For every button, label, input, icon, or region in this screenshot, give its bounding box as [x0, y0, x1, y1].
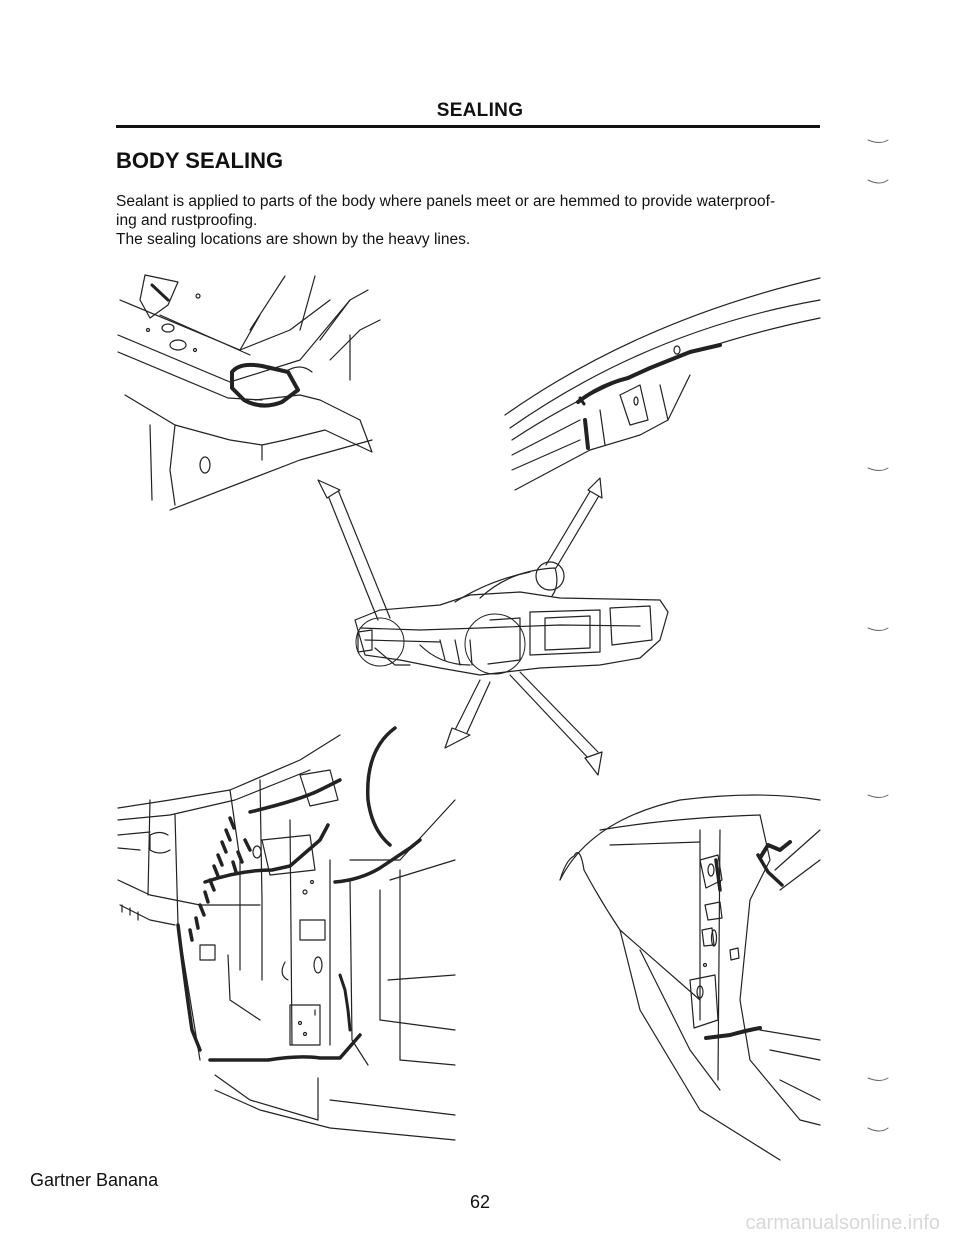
detail-front-fender [559, 794, 821, 1161]
watermark: carmanualsonline.info [745, 1212, 940, 1234]
detail-front-cowl [117, 274, 381, 511]
page-number: 62 [469, 1192, 491, 1212]
header-rule [116, 125, 820, 128]
intro-text: Sealant is applied to parts of the body … [116, 192, 828, 249]
footer-note: Gartner Banana [30, 1170, 159, 1190]
section-title: SEALING [436, 100, 524, 121]
page-heading: BODY SEALING [116, 148, 284, 173]
intro-line-3: The sealing locations are shown by the h… [116, 231, 471, 248]
detail-windshield-frame [504, 277, 821, 491]
intro-line-1: Sealant is applied to parts of the body … [116, 193, 776, 210]
detail-a-pillar-interior [117, 726, 456, 1141]
car-body-overview [354, 561, 669, 676]
intro-line-2: ing and rustproofing. [116, 212, 258, 229]
pointer-arrows [317, 477, 603, 776]
margin-marks [867, 139, 889, 1132]
